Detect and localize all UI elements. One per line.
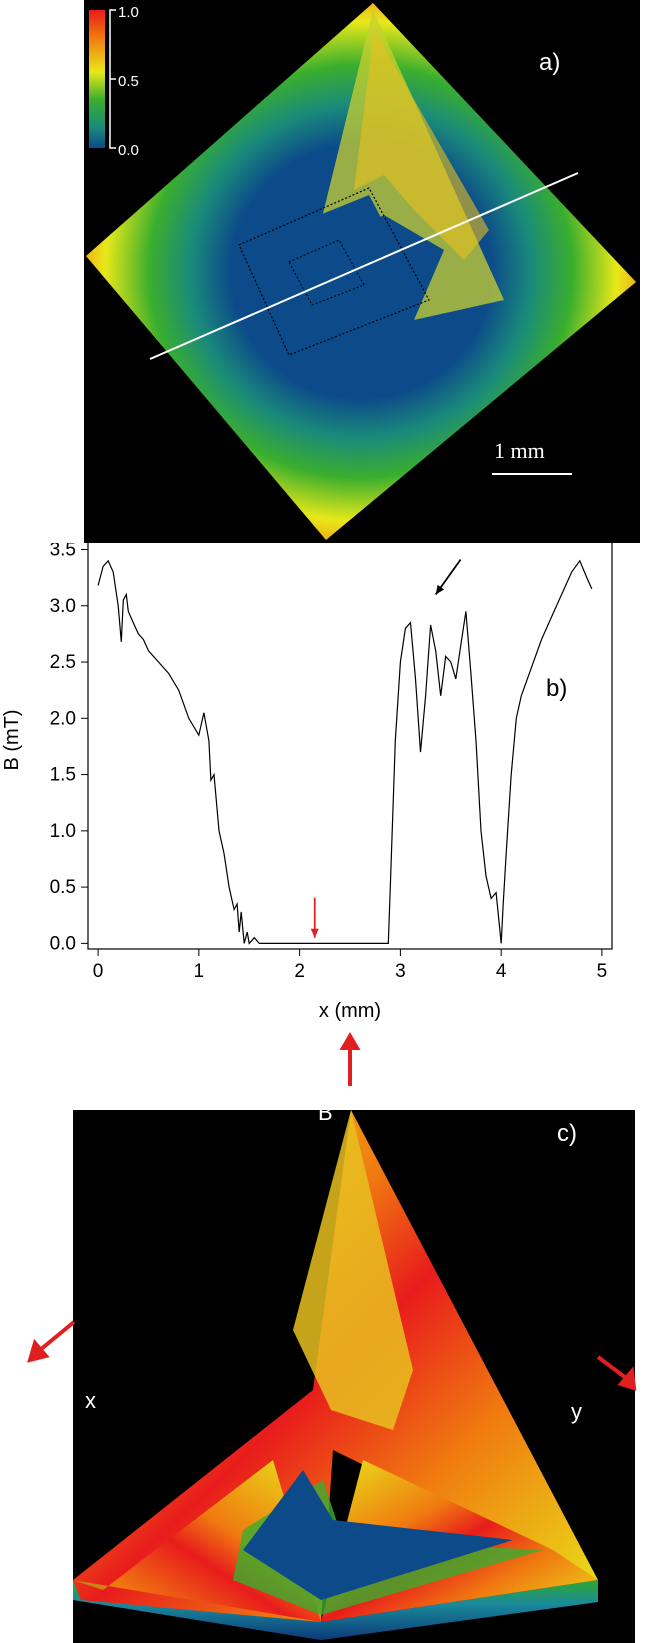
y-tick-label: 2.0 [50,708,76,729]
y-axis-label: B (mT) [1,709,23,770]
y-tick-label: 0.5 [50,877,76,898]
outer-dashed-box [238,187,430,356]
axis-x-label: x [85,1388,96,1413]
x-tick-label: 5 [597,961,608,982]
colorbar-tick-mid: 0.5 [118,73,139,90]
x-axis-label: x (mm) [319,1000,381,1022]
x-ticks: 0 1 2 3 4 5 [93,949,607,982]
x-tick-label: 1 [194,961,205,982]
x-tick-label: 4 [496,961,507,982]
panel-a-svg: 1.0 0.5 0.0 a) 1 mm [86,3,636,540]
y-tick-label: 1.5 [50,765,76,786]
y-tick-label: 3.5 [50,543,76,561]
y-tick-label: 2.5 [50,652,76,673]
chart-svg: 0 1 2 3 4 5 0.0 0.5 1.0 1.5 2.0 2.5 3.0 3.5 x (mm) B… [1,543,613,1022]
inner-dashed-box [288,239,365,306]
scale-bar-label: 1 mm [494,438,545,463]
plot-frame [87,543,613,950]
red-arrow-annotation [310,897,319,938]
colorbar-tick-top: 1.0 [118,4,139,21]
axis-y-label: y [571,1399,582,1424]
x-axis-arrow [38,1320,76,1352]
profile-line [149,172,579,360]
x-tick-label: 2 [294,961,305,982]
y-tick-label: 1.0 [50,821,76,842]
y-tick-label: 3.0 [50,596,76,617]
colorbar [89,10,105,148]
x-tick-label: 0 [93,961,104,982]
x-tick-label: 3 [395,961,406,982]
panel-c-3d: B x y c) [73,1110,635,1643]
panel-a-image: 1.0 0.5 0.0 a) 1 mm [84,0,640,543]
black-arrow-annotation [434,558,462,596]
y-tick-label: 0.0 [50,933,76,954]
y-ticks: 0.0 0.5 1.0 1.5 2.0 2.5 3.0 3.5 [50,543,88,954]
panel-c-label: c) [557,1120,577,1147]
axis-b-label: B [318,1110,333,1125]
panel-a-label: a) [539,49,560,76]
panel-b-chart: 0 1 2 3 4 5 0.0 0.5 1.0 1.5 2.0 2.5 3.0 3.5 x (mm) B… [0,543,664,1083]
sample-square [86,3,636,540]
colorbar-tick-bottom: 0.0 [118,142,139,159]
panel-c-svg: B x y c) [73,1110,598,1640]
series-line [97,559,593,945]
annotations [310,558,462,938]
panel-b-label: b) [546,675,567,702]
